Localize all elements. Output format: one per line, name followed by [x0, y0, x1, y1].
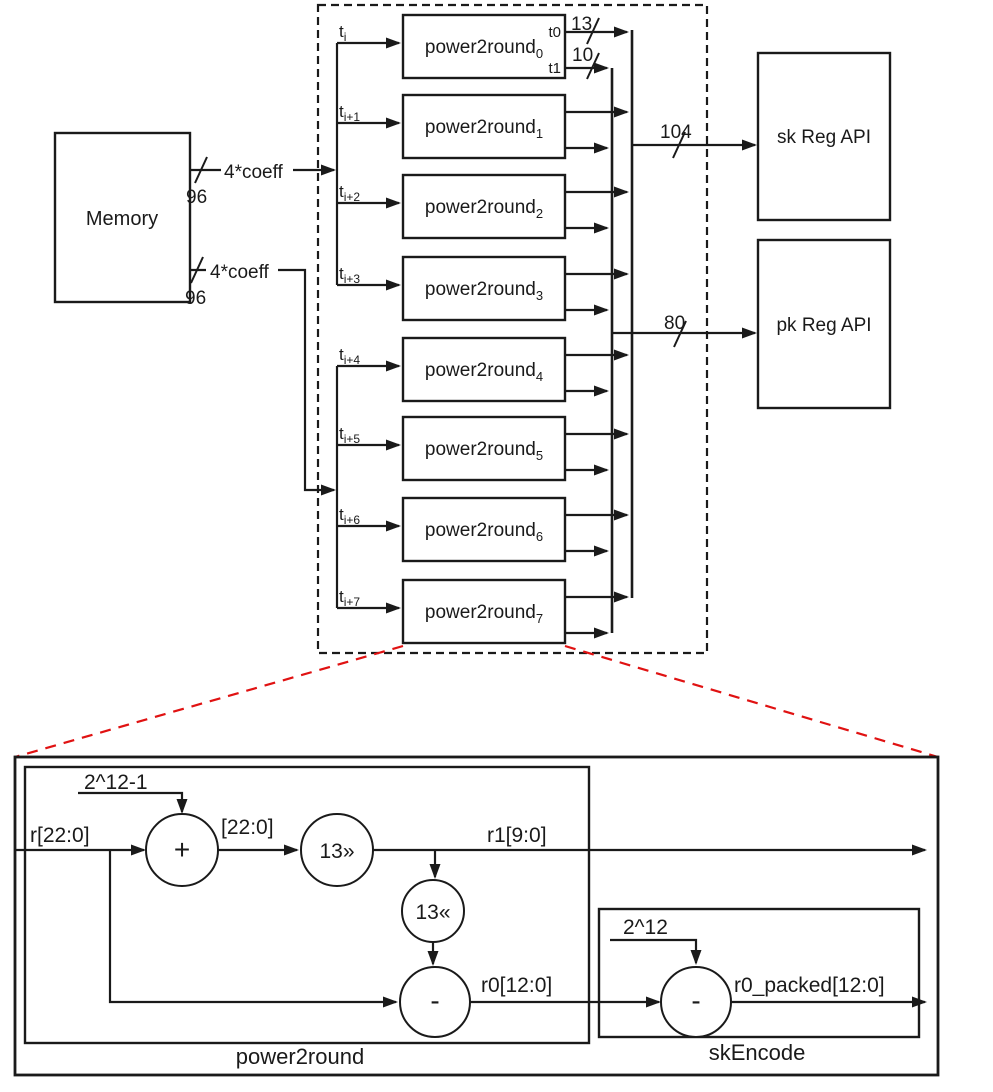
shift-right-label: 13»	[319, 840, 354, 863]
sk-reg-api-label: sk Reg API	[777, 127, 871, 148]
detail-outer-box	[13, 755, 940, 1077]
block-input-label-1: ti+1	[339, 102, 360, 124]
pk-bus-width-label: 80	[664, 313, 685, 334]
pk-bus-slash	[673, 320, 687, 348]
t1-width-label: 10	[572, 45, 593, 66]
power2round-label-2: power2round2	[425, 197, 543, 221]
block-input-label-2: ti+2	[339, 182, 360, 204]
power2round-box-3	[401, 255, 567, 322]
const-2pow12-label: 2^12	[623, 916, 668, 939]
power2round-label-3: power2round3	[425, 279, 543, 303]
t0-width-slash	[586, 17, 600, 45]
power2round-box-7	[401, 578, 567, 645]
power2round-block-group-7: ti+7 power2round7	[337, 578, 629, 645]
block-input-label-7: ti+7	[339, 587, 360, 609]
power2round-box-5	[401, 415, 567, 482]
sk-bus-slash	[672, 131, 686, 159]
r-branch-wire	[108, 850, 398, 1008]
memory-bus1-slash	[194, 156, 208, 184]
block-input-label-6: ti+6	[339, 505, 360, 527]
power2round-array: ti power2round0 ti+1 power2round1 ti+2 power2…	[337, 13, 629, 645]
memory-bus2-width-label: 96	[185, 288, 206, 309]
power2round-block-group-0: ti power2round0	[337, 13, 629, 80]
memory-bus2-label: 4*coeff	[210, 262, 270, 283]
subtractor2-op-label: -	[691, 985, 700, 1016]
memory-box	[53, 131, 192, 304]
memory-bus1-width-label: 96	[186, 187, 207, 208]
power2round-box-4	[401, 336, 567, 403]
memory-bus1-label-bg	[221, 159, 293, 181]
memory-bus2-wire	[190, 268, 336, 496]
power2round-block-group-2: ti+2 power2round2	[337, 173, 629, 240]
t1-port-label: t1	[548, 60, 561, 77]
block-input-label-3: ti+3	[339, 264, 360, 286]
power2round-label-1: power2round1	[425, 117, 543, 141]
block-input-label-5: ti+5	[339, 424, 360, 446]
pe-array-dashed-box	[316, 3, 709, 655]
sum-bits-label: [22:0]	[221, 816, 274, 839]
adder-op-label: +	[174, 834, 190, 865]
power2round-label-6: power2round6	[425, 520, 543, 544]
skencode-module-box	[597, 907, 921, 1039]
power2round-block-group-3: ti+3 power2round3	[337, 255, 629, 322]
power2round-module-label: power2round	[236, 1044, 364, 1069]
zoom-guide-line-left	[14, 644, 404, 759]
power2round-module-box	[23, 765, 591, 1045]
power2round-box-0	[401, 13, 567, 80]
r0-label: r0[12:0]	[481, 974, 552, 997]
memory-bus2-label-bg	[206, 259, 278, 281]
t1-width-slash	[586, 52, 600, 80]
pk-reg-api-label: pk Reg API	[776, 315, 871, 336]
block-input-label-0: ti	[339, 22, 346, 44]
skencode-module-label: skEncode	[709, 1040, 806, 1065]
power2round-label-5: power2round5	[425, 439, 543, 463]
power2round-label-4: power2round4	[425, 360, 543, 384]
power2round-block-group-1: ti+1 power2round1	[337, 93, 629, 160]
sk-reg-api-box	[756, 51, 892, 222]
power2round-box-6	[401, 496, 567, 563]
power2round-block-group-4: ti+4 power2round4	[337, 336, 629, 403]
subtractor1-op-label: -	[430, 985, 439, 1016]
const-2pow12-1-wire	[78, 791, 188, 814]
memory-label: Memory	[86, 208, 158, 230]
power2round-block-group-5: ti+5 power2round5	[337, 415, 629, 482]
power2round-block-group-6: ti+6 power2round6	[337, 496, 629, 563]
shift-left-label: 13«	[415, 901, 450, 924]
t0-port-label: t0	[548, 24, 561, 41]
r-input-label: r[22:0]	[30, 824, 90, 847]
r0-packed-label: r0_packed[12:0]	[734, 974, 885, 997]
power2round-box-1	[401, 93, 567, 160]
zoom-guide-line-right	[564, 644, 939, 759]
memory-bus1-label: 4*coeff	[224, 162, 284, 183]
const-2pow12-wire	[610, 938, 702, 965]
power2round-box-2	[401, 173, 567, 240]
memory-bus2-slash	[190, 256, 204, 284]
power2round-label-7: power2round7	[425, 602, 543, 626]
pk-reg-api-box	[756, 238, 892, 410]
const-2pow12-1-label: 2^12-1	[84, 771, 148, 794]
t0-width-label: 13	[571, 14, 592, 35]
block-input-label-4: ti+4	[339, 345, 360, 367]
power2round-label-0: power2round0	[425, 37, 543, 61]
sk-bus-width-label: 104	[660, 122, 692, 143]
r1-label: r1[9:0]	[487, 824, 547, 847]
